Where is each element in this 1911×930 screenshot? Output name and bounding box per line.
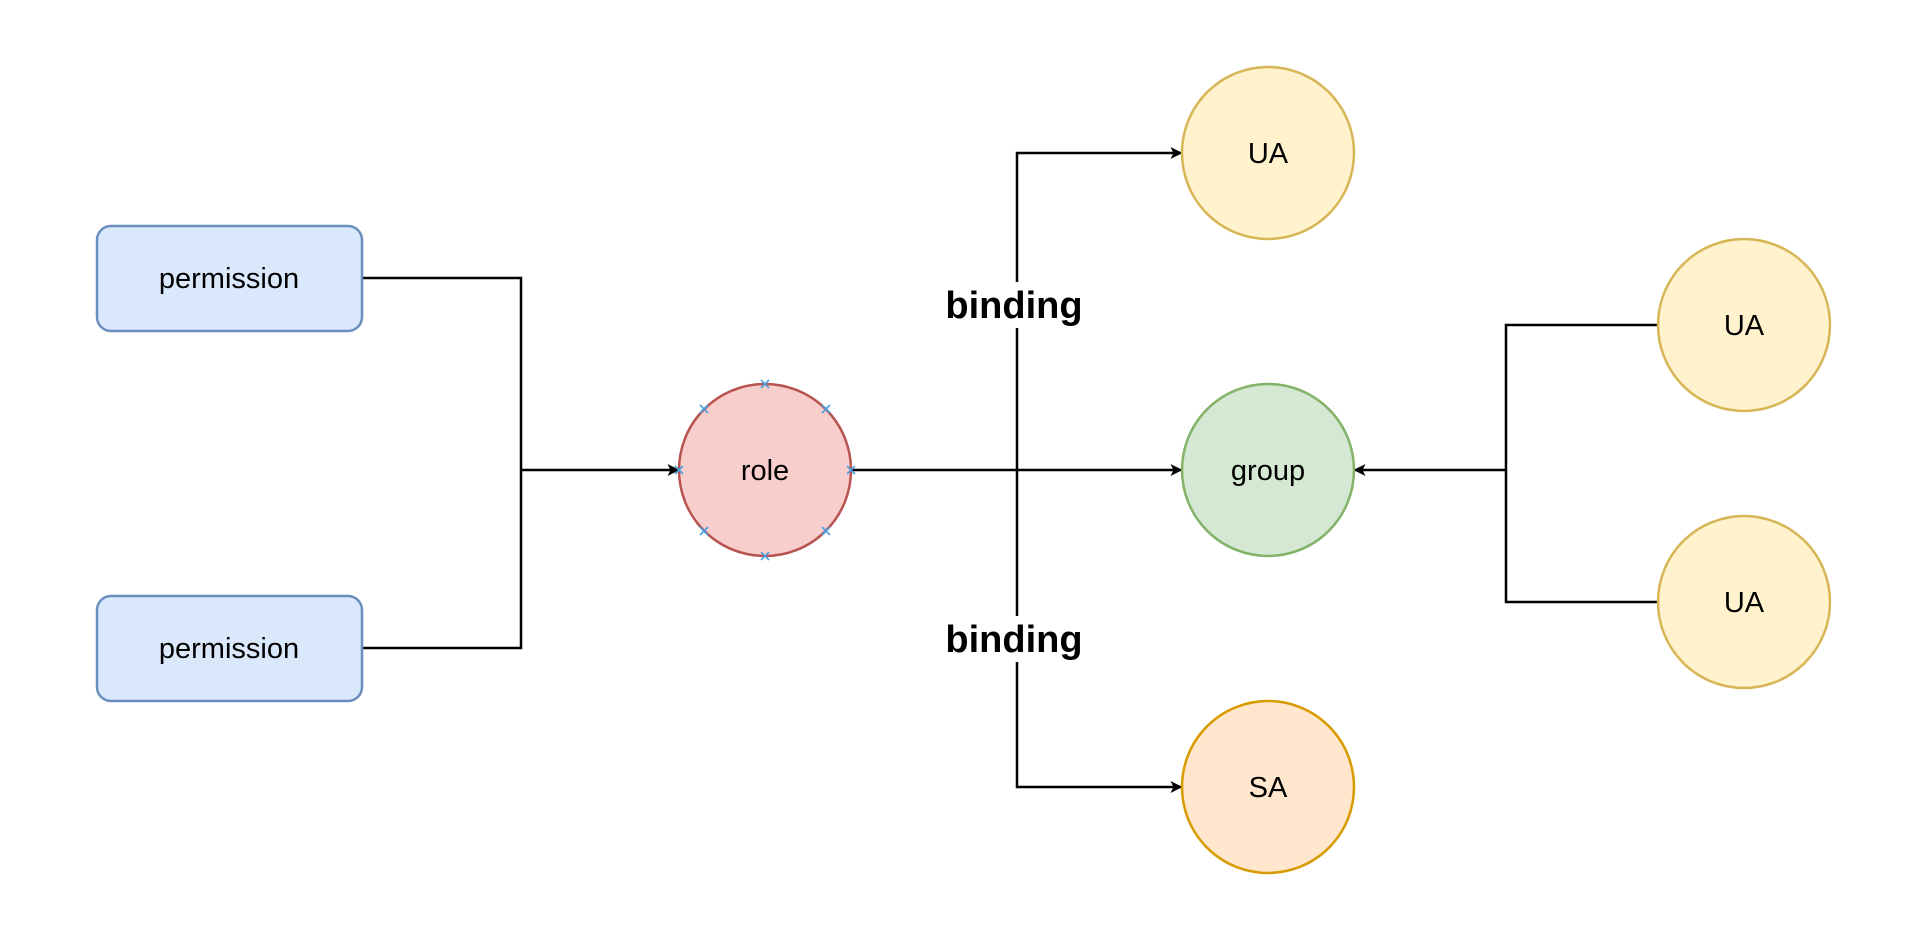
edge-label-binding-top: binding — [945, 285, 1082, 327]
node-ua-right-bottom[interactable]: UA — [1656, 514, 1832, 690]
permission-top-label: permission — [159, 263, 299, 295]
handle-sw[interactable] — [699, 526, 709, 536]
node-ua-top[interactable]: UA — [1180, 65, 1356, 241]
ua-top-shape — [1180, 65, 1356, 241]
handle-w[interactable] — [674, 465, 684, 475]
node-group[interactable]: group — [1180, 382, 1356, 558]
handle-s[interactable] — [760, 551, 770, 561]
edge-label-binding-bottom: binding — [945, 619, 1082, 661]
node-ua-right-top[interactable]: UA — [1656, 237, 1832, 413]
ua-top-label: UA — [1248, 138, 1289, 170]
node-permission-bottom[interactable]: permission — [95, 594, 364, 703]
edge-label-binding-bottom-group[interactable]: binding — [939, 616, 1091, 662]
permission-bottom-label: permission — [159, 633, 299, 665]
node-role[interactable]: role — [674, 379, 856, 561]
permission-top-shape — [95, 224, 364, 333]
ua-right-bottom-shape — [1656, 514, 1832, 690]
edge-binding-to-ua-top[interactable] — [1015, 147, 1183, 470]
edge-permission-bottom-to-junction[interactable] — [362, 470, 523, 650]
edge-binding-to-sa[interactable] — [1015, 470, 1183, 793]
node-permission-top[interactable]: permission — [95, 224, 364, 333]
group-label: group — [1231, 455, 1305, 487]
edge-ua-right-bottom-to-junction[interactable] — [1504, 470, 1657, 604]
ua-right-top-shape — [1656, 237, 1832, 413]
role-label: role — [741, 455, 789, 487]
edges — [362, 147, 1657, 793]
ua-right-bottom-label: UA — [1724, 587, 1765, 619]
group-shape — [1180, 382, 1356, 558]
edge-ua-right-top-to-junction[interactable] — [1504, 323, 1657, 470]
handle-nw[interactable] — [699, 404, 709, 414]
node-sa[interactable]: SA — [1180, 699, 1356, 875]
role-selection-handles[interactable] — [674, 379, 856, 561]
edge-label-binding-top-group[interactable]: binding — [939, 282, 1091, 328]
handle-se[interactable] — [821, 526, 831, 536]
sa-shape — [1180, 699, 1356, 875]
permission-bottom-shape — [95, 594, 364, 703]
edge-permission-top-to-junction[interactable] — [362, 276, 523, 470]
ua-right-top-label: UA — [1724, 310, 1765, 342]
sa-label: SA — [1249, 772, 1288, 804]
handle-ne[interactable] — [821, 404, 831, 414]
handle-e[interactable] — [846, 465, 856, 475]
handle-n[interactable] — [760, 379, 770, 389]
